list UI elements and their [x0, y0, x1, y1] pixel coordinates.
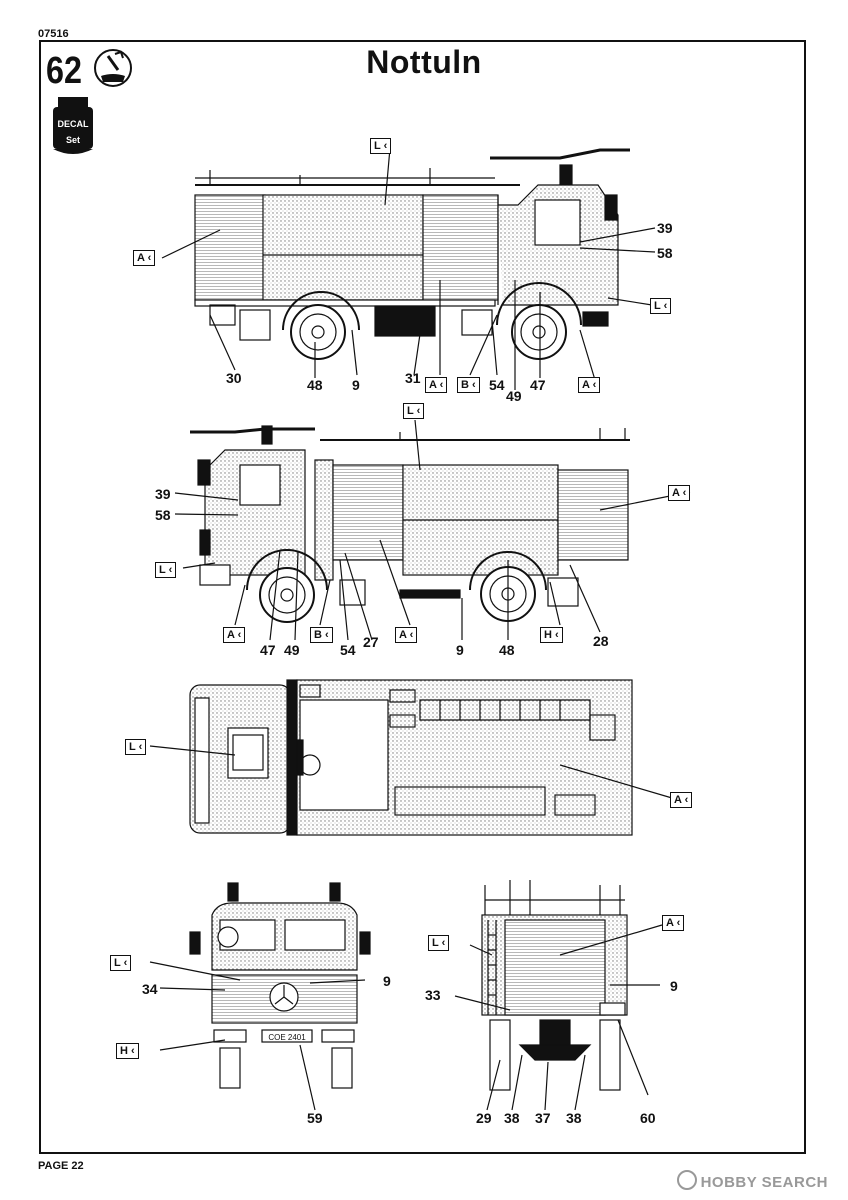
- decal-flag-a: A ‹: [578, 377, 601, 393]
- part-number: 9: [670, 978, 678, 994]
- truck-side-view-left: [174, 419, 691, 641]
- part-number: 37: [535, 1110, 551, 1126]
- decal-flag-a: A ‹: [133, 250, 156, 266]
- part-number: 48: [307, 377, 323, 393]
- decal-flag-a: A ‹: [668, 485, 691, 501]
- part-number: 9: [383, 973, 391, 989]
- decal-flag-a: A ‹: [662, 915, 685, 931]
- watermark-text: HOBBY SEARCH: [700, 1174, 828, 1191]
- watermark: HOBBY SEARCH: [676, 1170, 828, 1191]
- part-number: 38: [504, 1110, 520, 1126]
- part-number: 54: [340, 642, 356, 658]
- part-number: 58: [657, 245, 673, 261]
- decal-flag-b: B ‹: [457, 377, 480, 393]
- part-number: 30: [226, 370, 242, 386]
- decal-flag-a: A ‹: [425, 377, 448, 393]
- truck-top-view: [149, 679, 673, 836]
- watermark-logo-icon: [676, 1170, 697, 1190]
- page-title: Nottuln: [366, 44, 482, 80]
- part-number: 47: [530, 377, 546, 393]
- paint-icon: [94, 49, 132, 87]
- part-number: 34: [142, 981, 158, 997]
- part-number: 39: [657, 220, 673, 236]
- decal-flag-b: B ‹: [310, 627, 333, 643]
- step-number: 62: [46, 50, 82, 92]
- page-number: PAGE 22: [38, 1160, 84, 1172]
- decal-flag-l: L ‹: [125, 739, 147, 755]
- page-frame: [39, 40, 806, 1154]
- decal-flag-l: L ‹: [428, 935, 450, 951]
- part-number: 38: [566, 1110, 582, 1126]
- part-number: 54: [489, 377, 505, 393]
- part-number: 49: [506, 388, 522, 404]
- part-number: 59: [307, 1110, 323, 1126]
- part-number: 58: [155, 507, 171, 523]
- truck-side-view-right: [161, 147, 656, 390]
- decal-flag-a: A ‹: [670, 792, 693, 808]
- part-number: 9: [456, 642, 464, 658]
- decal-flag-h: H ‹: [116, 1043, 139, 1059]
- part-number: 47: [260, 642, 276, 658]
- front-license-plate: COE 2401: [268, 1033, 306, 1042]
- decal-flag-a: A ‹: [223, 627, 246, 643]
- truck-front-view: COE 2401: [149, 882, 371, 1111]
- part-number: 48: [499, 642, 515, 658]
- part-number: 49: [284, 642, 300, 658]
- decal-label: DECAL: [58, 119, 90, 129]
- decal-flag-l: L ‹: [110, 955, 132, 971]
- decal-flag-a: A ‹: [395, 627, 418, 643]
- decal-set-icon: DECAL Set: [53, 97, 93, 154]
- truck-rear-view: [454, 880, 663, 1111]
- decal-flag-l: L ‹: [155, 562, 177, 578]
- product-code: 07516: [38, 28, 69, 40]
- decal-flag-h: H ‹: [540, 627, 563, 643]
- part-number: 31: [405, 370, 421, 386]
- part-number: 33: [425, 987, 441, 1003]
- decal-flag-l: L ‹: [403, 403, 425, 419]
- part-number: 9: [352, 377, 360, 393]
- decal-sub-label: Set: [66, 135, 80, 145]
- part-number: 60: [640, 1110, 656, 1126]
- decal-flag-l: L ‹: [650, 298, 672, 314]
- part-number: 27: [363, 634, 379, 650]
- decal-flag-l: L ‹: [370, 138, 392, 154]
- part-number: 39: [155, 486, 171, 502]
- part-number: 29: [476, 1110, 492, 1126]
- part-number: 28: [593, 633, 609, 649]
